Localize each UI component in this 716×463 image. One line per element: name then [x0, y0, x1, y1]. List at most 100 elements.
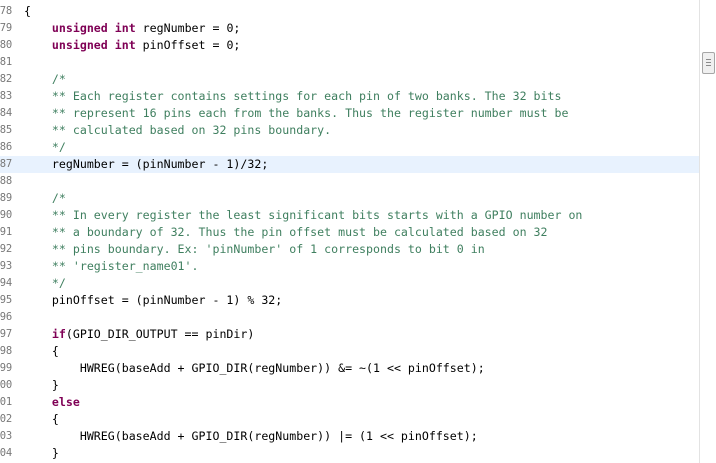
code-token [24, 225, 52, 239]
code-text: ** 'register_name01'. [24, 258, 199, 275]
code-line[interactable]: 96 [0, 309, 699, 326]
code-text: pinOffset = (pinNumber - 1) % 32; [24, 292, 282, 309]
code-line[interactable]: 86 */ [0, 139, 699, 156]
line-number-text: 103 [0, 430, 12, 442]
line-number: 79 [0, 20, 12, 37]
code-line[interactable]: 100 } [0, 377, 699, 394]
line-number-text: 95 [0, 294, 12, 306]
comment-token: ** In every register the least significa… [51, 208, 583, 222]
line-number-text: 99 [0, 362, 12, 374]
line-number: 83 [0, 88, 12, 105]
code-text: ** represent 16 pins each from the banks… [24, 105, 569, 122]
code-line[interactable]: 99 HWREG(baseAdd + GPIO_DIR(regNumber)) … [0, 360, 699, 377]
line-number-text: 91 [0, 226, 12, 238]
line-number-text: 101 [0, 396, 12, 408]
code-editor[interactable]: 78{79 unsigned int regNumber = 0;80 unsi… [0, 0, 699, 463]
line-number: 92 [0, 241, 12, 258]
line-number-text: 79 [0, 22, 12, 34]
code-token: { [24, 412, 59, 426]
code-token: (GPIO_DIR_OUTPUT == pinDir) [65, 327, 255, 341]
line-number: 100 [0, 377, 12, 394]
line-number-text: 87 [0, 158, 12, 170]
code-token: HWREG(baseAdd + GPIO_DIR(regNumber)) |= … [24, 429, 478, 443]
code-text: { [24, 343, 59, 360]
code-text: HWREG(baseAdd + GPIO_DIR(regNumber)) &= … [24, 360, 485, 377]
line-number: 78 [0, 3, 12, 20]
code-text: regNumber = (pinNumber - 1)/32; [24, 156, 268, 173]
line-number-text: 85 [0, 124, 12, 136]
line-number: 90 [0, 207, 12, 224]
code-text: */ [24, 275, 66, 292]
code-line[interactable]: 90 ** In every register the least signif… [0, 207, 699, 224]
code-text: */ [24, 139, 66, 156]
code-line[interactable]: 92 ** pins boundary. Ex: 'pinNumber' of … [0, 241, 699, 258]
code-text: ** Each register contains settings for e… [24, 88, 562, 105]
line-number-text: 97 [0, 328, 12, 340]
line-number-text: 94 [0, 277, 12, 289]
code-token: regNumber = 0; [135, 21, 241, 35]
scrollbar-thumb[interactable] [702, 52, 715, 74]
code-text: } [24, 377, 59, 394]
line-number-text: 104 [0, 447, 12, 459]
keyword-token: int [114, 21, 136, 35]
line-number-text: 83 [0, 90, 12, 102]
code-token [24, 106, 52, 120]
code-token: pinOffset = 0; [135, 38, 241, 52]
line-number: 82 [0, 71, 12, 88]
code-text: HWREG(baseAdd + GPIO_DIR(regNumber)) |= … [24, 428, 478, 445]
code-area[interactable]: 78{79 unsigned int regNumber = 0;80 unsi… [0, 3, 699, 462]
code-line[interactable]: 88 [0, 173, 699, 190]
line-number: 102 [0, 411, 12, 428]
code-line[interactable]: 101 else [0, 394, 699, 411]
line-number-text: 78 [0, 5, 12, 17]
line-number-text: 93 [0, 260, 12, 272]
code-token [24, 123, 52, 137]
code-line[interactable]: 84 ** represent 16 pins each from the ba… [0, 105, 699, 122]
line-number: 95 [0, 292, 12, 309]
line-number: 93 [0, 258, 12, 275]
code-line[interactable]: 102 { [0, 411, 699, 428]
code-line[interactable]: 95 pinOffset = (pinNumber - 1) % 32; [0, 292, 699, 309]
line-number: 98 [0, 343, 12, 360]
code-line[interactable]: 91 ** a boundary of 32. Thus the pin off… [0, 224, 699, 241]
comment-token: */ [51, 276, 66, 290]
line-number: 80 [0, 37, 12, 54]
line-number-text: 88 [0, 175, 12, 187]
code-line[interactable]: 93 ** 'register_name01'. [0, 258, 699, 275]
line-number-ruler [0, 0, 14, 463]
code-token [24, 140, 52, 154]
line-number-text: 81 [0, 56, 12, 68]
code-text: /* [24, 71, 66, 88]
grip-line-icon [706, 59, 711, 60]
code-line[interactable]: 78{ [0, 3, 699, 20]
keyword-token: unsigned [51, 21, 108, 35]
code-token [24, 72, 52, 86]
line-number: 104 [0, 445, 12, 462]
comment-token: /* [51, 191, 66, 205]
code-line[interactable]: 103 HWREG(baseAdd + GPIO_DIR(regNumber))… [0, 428, 699, 445]
code-token [108, 38, 115, 52]
code-line[interactable]: 89 /* [0, 190, 699, 207]
grip-line-icon [706, 62, 711, 63]
code-line[interactable]: 98 { [0, 343, 699, 360]
code-line[interactable]: 83 ** Each register contains settings fo… [0, 88, 699, 105]
code-line[interactable]: 97 if(GPIO_DIR_OUTPUT == pinDir) [0, 326, 699, 343]
code-text: ** a boundary of 32. Thus the pin offset… [24, 224, 548, 241]
code-text: { [24, 411, 59, 428]
code-text: ** In every register the least significa… [24, 207, 582, 224]
vertical-scrollbar[interactable] [699, 0, 716, 463]
code-line[interactable]: 82 /* [0, 71, 699, 88]
comment-token: ** represent 16 pins each from the banks… [51, 106, 569, 120]
line-number-text: 90 [0, 209, 12, 221]
keyword-token: if [51, 327, 66, 341]
code-line-current[interactable]: 87 regNumber = (pinNumber - 1)/32; [0, 156, 699, 173]
code-line[interactable]: 85 ** calculated based on 32 pins bounda… [0, 122, 699, 139]
code-line[interactable]: 104 } [0, 445, 699, 462]
code-line[interactable]: 79 unsigned int regNumber = 0; [0, 20, 699, 37]
code-token [108, 21, 115, 35]
keyword-token: int [114, 38, 136, 52]
code-line[interactable]: 94 */ [0, 275, 699, 292]
code-line[interactable]: 80 unsigned int pinOffset = 0; [0, 37, 699, 54]
code-token [24, 395, 52, 409]
code-line[interactable]: 81 [0, 54, 699, 71]
